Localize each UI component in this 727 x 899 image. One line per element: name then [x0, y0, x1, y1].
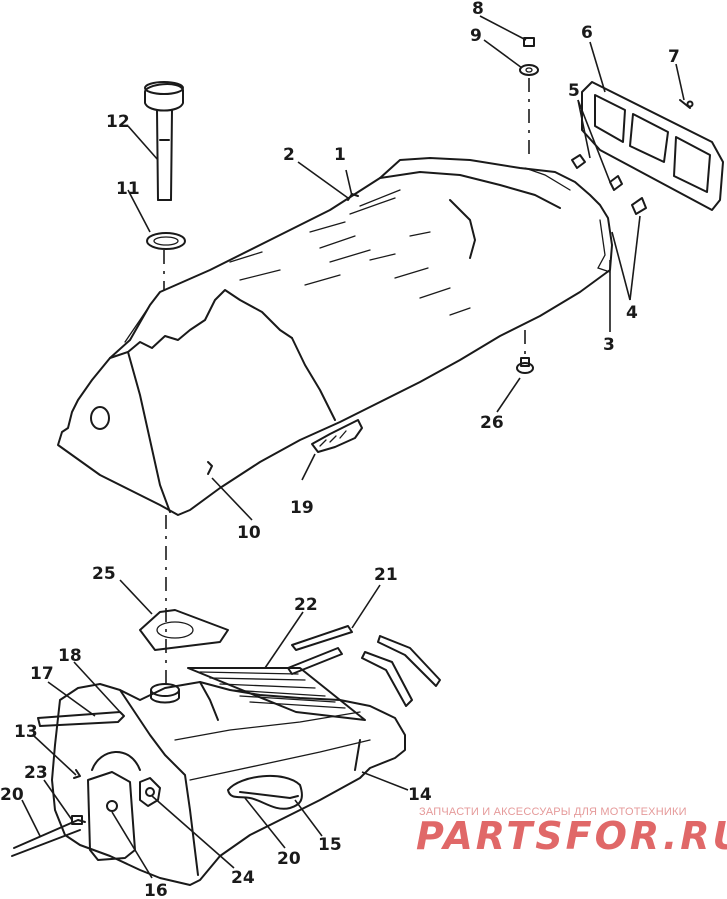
callout-20-left: 20	[0, 785, 24, 805]
callout-4: 4	[626, 303, 638, 323]
callout-10: 10	[237, 523, 261, 543]
trim-strips	[287, 625, 441, 707]
callout-labels: 8 9 6 7 5 1 2 12 11 4 3 26 10 19 25 22 2…	[0, 0, 680, 899]
reflector-plate	[581, 81, 724, 211]
callout-8: 8	[472, 0, 484, 19]
callout-17: 17	[30, 664, 54, 684]
fastener-set-bottom	[516, 357, 534, 374]
callout-7: 7	[668, 47, 680, 67]
watermark-logo: PARTSFOR.RU	[416, 814, 727, 858]
watermark-caption: ЗАПЧАСТИ И АКСЕССУАРЫ ДЛЯ МОТОТЕХНИКИ	[419, 806, 687, 818]
assembly-axis-lines	[163, 78, 530, 690]
callout-6: 6	[581, 23, 593, 43]
filler-gasket	[139, 609, 229, 651]
callout-18: 18	[58, 646, 82, 666]
callout-22: 22	[294, 595, 318, 615]
callout-5: 5	[568, 81, 580, 101]
callout-26: 26	[480, 413, 504, 433]
callout-2: 2	[283, 145, 295, 165]
leader-lines	[21, 15, 685, 879]
callout-14: 14	[408, 785, 432, 805]
callout-15: 15	[318, 835, 342, 855]
fastener-set-side	[571, 154, 647, 215]
callout-1: 1	[334, 145, 346, 165]
callout-3: 3	[603, 335, 615, 355]
callout-11: 11	[116, 179, 140, 199]
callout-13: 13	[14, 722, 38, 742]
callout-16: 16	[144, 881, 168, 899]
gas-tank	[11, 681, 406, 886]
callout-19: 19	[290, 498, 314, 518]
callout-12: 12	[106, 112, 130, 132]
callout-9: 9	[470, 26, 482, 46]
gas-cap-assembly	[144, 81, 186, 250]
fastener-set-top	[519, 37, 539, 76]
seat-assembly	[57, 157, 613, 516]
callout-24: 24	[231, 868, 255, 888]
callout-23: 23	[24, 763, 48, 783]
tank-pad	[187, 667, 366, 721]
callout-25: 25	[92, 564, 116, 584]
callout-21: 21	[374, 565, 398, 585]
callout-20-right: 20	[277, 849, 301, 869]
